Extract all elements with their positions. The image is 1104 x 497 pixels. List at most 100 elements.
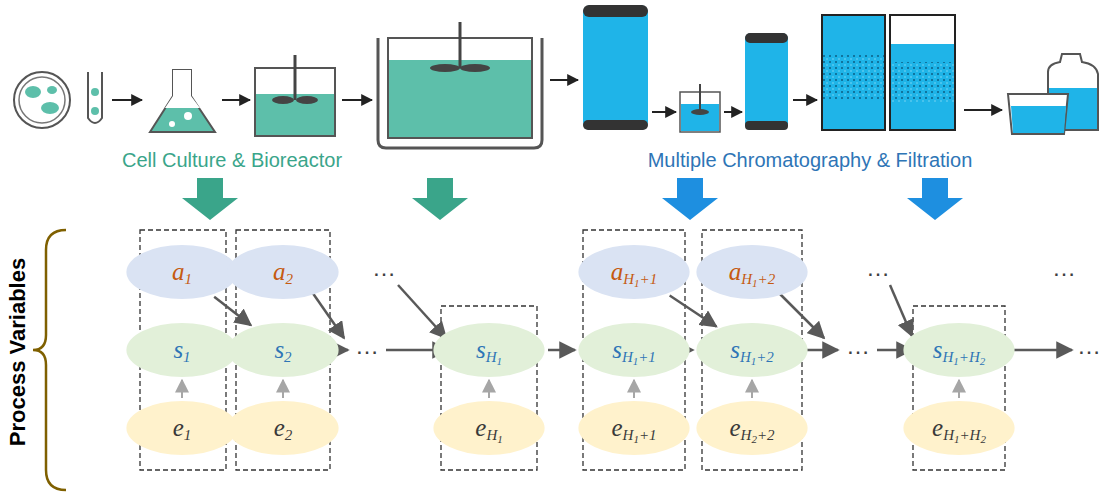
symbol-base: e	[932, 414, 943, 442]
symbol-subscript: H1+1	[622, 349, 656, 366]
flow-arrow	[670, 296, 717, 327]
ellipsis: …	[1052, 254, 1076, 282]
variable-symbol: eH1	[432, 400, 546, 456]
subscript-part: H	[741, 427, 752, 443]
time-step-box	[140, 230, 1005, 470]
flow-arrow	[958, 380, 960, 398]
symbol-subscript: H1	[486, 427, 502, 444]
symbol-base: s	[173, 336, 183, 364]
subscript-part: +H	[959, 427, 980, 443]
symbol-subscript: H1+2	[741, 271, 775, 288]
flow-arrow	[282, 380, 284, 398]
symbol-subscript: 1	[184, 427, 192, 444]
subscript-part: 1	[185, 271, 193, 287]
variable-symbol: a2	[226, 244, 340, 300]
symbol-base: s	[933, 336, 943, 364]
stage-arrow	[182, 178, 238, 220]
stage-label: Cell Culture & Bioreactor	[122, 149, 342, 172]
stage-label: Multiple Chromatography & Filtration	[648, 149, 973, 172]
subscript-part: +1	[640, 271, 658, 287]
variable-node: s1	[125, 322, 239, 378]
node-ellipse	[695, 400, 809, 456]
subscript-part: H	[942, 349, 953, 365]
variable-node: e1	[125, 400, 239, 456]
subscript-part: H	[740, 349, 751, 365]
node-ellipse	[577, 322, 691, 378]
subscript-part: +2	[757, 427, 775, 443]
symbol-base: e	[729, 414, 740, 442]
test-tube	[88, 72, 102, 123]
symbol-subscript: H1+1	[623, 271, 657, 288]
variable-symbol: aH1+2	[695, 244, 809, 300]
symbol-base: a	[172, 258, 185, 286]
variable-symbol: a1	[125, 244, 239, 300]
subscript-part: H	[486, 427, 497, 443]
variable-symbol: eH1+1	[577, 400, 691, 456]
variable-symbol: aH1+1	[577, 244, 691, 300]
variable-node: eH1+1	[577, 400, 691, 456]
subscript-part: H	[623, 271, 634, 287]
node-ellipse	[695, 322, 809, 378]
symbol-base: a	[729, 258, 742, 286]
large-bioreactor	[378, 22, 542, 148]
variable-symbol: sH1+2	[695, 322, 809, 378]
variable-symbol: e2	[226, 400, 340, 456]
subscript-part: 2	[285, 427, 293, 443]
flow-arrow	[214, 297, 251, 325]
variable-symbol: e1	[125, 400, 239, 456]
ellipsis: …	[372, 254, 396, 282]
variable-node: aH1+2	[695, 244, 809, 300]
variable-symbol: sH1+H2	[902, 322, 1016, 378]
subscript-part: 2	[286, 271, 294, 287]
symbol-base: e	[611, 414, 622, 442]
variable-symbol: s1	[125, 322, 239, 378]
symbol-base: a	[273, 258, 286, 286]
variable-node: eH2+2	[695, 400, 809, 456]
symbol-subscript: 1	[183, 349, 191, 366]
symbol-base: a	[611, 258, 624, 286]
ellipsis: …	[355, 332, 379, 360]
subscript-index: 2	[751, 433, 757, 445]
symbol-base: s	[730, 336, 740, 364]
symbol-subscript: H1+H2	[942, 349, 985, 366]
symbol-base: s	[274, 336, 284, 364]
symbol-subscript: H1+2	[740, 349, 774, 366]
node-ellipse	[902, 400, 1016, 456]
subscript-index: 1	[752, 277, 758, 289]
subscript-part: +2	[756, 349, 774, 365]
flow-arrow	[488, 380, 490, 398]
chromatography-column	[745, 33, 788, 130]
symbol-subscript: H2+2	[741, 427, 775, 444]
variable-node: sH1	[432, 322, 546, 378]
variable-node: s2	[226, 322, 340, 378]
variable-symbol: sH1	[432, 322, 546, 378]
subscript-index: 1	[954, 433, 960, 445]
subscript-index: 1	[953, 355, 959, 367]
symbol-subscript: 2	[286, 271, 294, 288]
flask	[150, 70, 215, 132]
subscript-part: +H	[959, 349, 980, 365]
subscript-part: H	[943, 427, 954, 443]
flow-arrow	[633, 380, 635, 398]
chromatography-column	[583, 5, 648, 130]
symbol-base: e	[475, 414, 486, 442]
subscript-part: H	[486, 349, 497, 365]
subscript-part: H	[622, 349, 633, 365]
variable-node: sH1+1	[577, 322, 691, 378]
subscript-index: 1	[751, 355, 757, 367]
product-containers	[1008, 54, 1098, 134]
ellipsis: …	[1077, 332, 1101, 360]
subscript-index: 1	[497, 433, 503, 445]
subscript-part: H	[623, 427, 634, 443]
node-ellipse	[577, 400, 691, 456]
stage-arrow	[412, 178, 468, 220]
symbol-base: s	[476, 336, 486, 364]
subscript-part: H	[741, 271, 752, 287]
mixing-tank	[680, 84, 720, 132]
subscript-part: +2	[758, 271, 776, 287]
stage-arrow	[662, 178, 718, 220]
subscript-index: 1	[633, 355, 639, 367]
flow-arrow	[548, 349, 575, 352]
variable-symbol: eH2+2	[695, 400, 809, 456]
symbol-base: s	[612, 336, 622, 364]
